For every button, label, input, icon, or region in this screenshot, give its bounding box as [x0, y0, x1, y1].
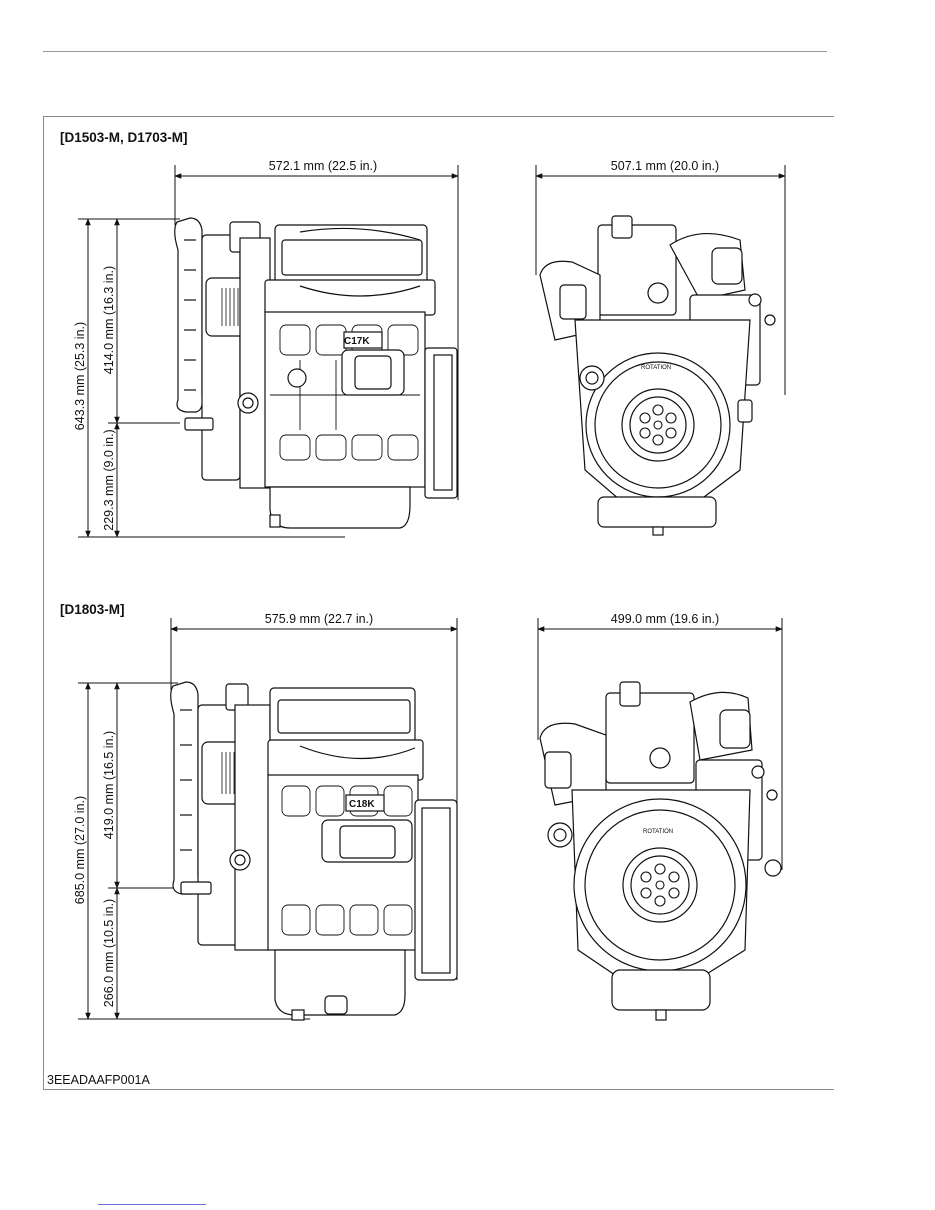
section1-dimension-lines — [78, 165, 786, 538]
figure-frame — [43, 116, 834, 1090]
section2-side-width-label: 575.9 mm (22.7 in.) — [236, 612, 402, 626]
section1-rotation-marking: ROTATION — [641, 365, 671, 371]
header-rule — [43, 51, 827, 52]
section2-block-marking: C18K — [349, 799, 375, 810]
section1-front-width-label: 507.1 mm (20.0 in.) — [582, 159, 748, 173]
section2-side-view-engine — [170, 681, 458, 1021]
section2-dimension-lines — [78, 618, 783, 1020]
section2-upper-height-label: 419.0 mm (16.5 in.) — [102, 730, 116, 840]
section1-front-view-engine — [539, 215, 776, 536]
section2-total-height-label: 685.0 mm (27.0 in.) — [73, 795, 87, 905]
section1-lower-height-label: 229.3 mm (9.0 in.) — [102, 429, 116, 531]
section2-model-label: [D1803-M] — [60, 602, 125, 617]
section2-front-width-label: 499.0 mm (19.6 in.) — [582, 612, 748, 626]
section1-total-height-label: 643.3 mm (25.3 in.) — [73, 321, 87, 431]
section2-rotation-marking: ROTATION — [643, 829, 673, 835]
section1-side-view-engine — [174, 217, 458, 529]
section1-block-marking: C17K — [344, 336, 370, 347]
section1-upper-height-label: 414.0 mm (16.3 in.) — [102, 265, 116, 375]
section2-front-view-engine — [539, 681, 782, 1021]
section2-lower-height-label: 266.0 mm (10.5 in.) — [102, 898, 116, 1008]
footer-link-underline[interactable] — [98, 1204, 206, 1205]
section1-side-width-label: 572.1 mm (22.5 in.) — [240, 159, 406, 173]
figure-code: 3EEADAAFP001A — [47, 1073, 150, 1087]
section1-model-label: [D1503-M, D1703-M] — [60, 130, 188, 145]
